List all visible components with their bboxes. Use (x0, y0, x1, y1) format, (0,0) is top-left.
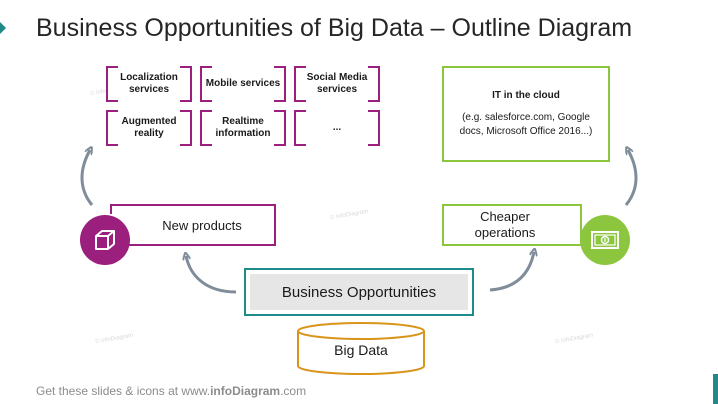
footer-text: Get these slides & icons at www.infoDiag… (36, 384, 306, 398)
new-products-box: New products (110, 204, 276, 246)
business-opportunities-label: Business Opportunities (250, 274, 468, 310)
arrow-to-cloud (624, 150, 638, 206)
cheaper-operations-line1: Cheaper (480, 209, 530, 224)
new-products-label: New products (162, 217, 242, 233)
product-box-social-media: Social Media services (294, 66, 380, 102)
footer-suffix: .com (280, 384, 307, 398)
cloud-title: IT in the cloud (492, 89, 560, 101)
cheaper-operations-box: Cheaper operations (442, 204, 582, 246)
product-box-ellipsis: ... (294, 110, 380, 146)
new-products-circle (80, 215, 130, 265)
cheaper-operations-line2: operations (474, 225, 536, 240)
product-box-realtime: Realtime information (200, 110, 286, 146)
business-opportunities-box: Business Opportunities (244, 268, 474, 316)
cheaper-operations-circle (580, 215, 630, 265)
arrow-to-new-products (186, 256, 237, 294)
cloud-box: IT in the cloud (e.g. salesforce.com, Go… (442, 66, 610, 162)
product-box-mobile: Mobile services (200, 66, 286, 102)
big-data-cylinder (297, 322, 425, 375)
slide-title: Business Opportunities of Big Data – Out… (36, 14, 633, 42)
arrow-to-cheaper-operations (489, 252, 534, 292)
footer-prefix: Get these slides & icons at www. (36, 384, 211, 398)
banknote-icon (591, 231, 619, 249)
corner-accent-bar (713, 374, 718, 404)
product-box-augmented-reality: Augmented reality (106, 110, 192, 146)
title-accent-marker (0, 22, 6, 34)
cloud-description: (e.g. salesforce.com, Google docs, Micro… (459, 111, 593, 137)
footer-brand: infoDiagram (210, 384, 281, 398)
product-box-localization: Localization services (106, 66, 192, 102)
arrow-to-products (80, 150, 94, 206)
cube-icon (95, 230, 115, 250)
big-data-label: Big Data (334, 342, 388, 358)
